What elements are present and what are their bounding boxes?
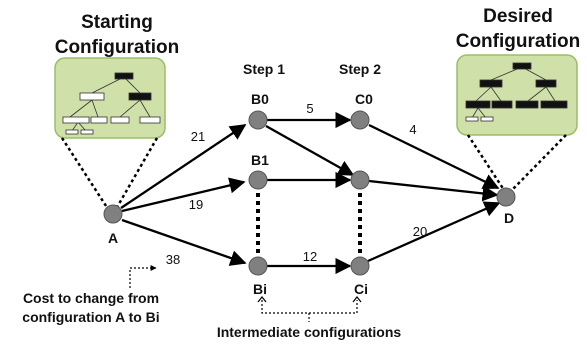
cost-b0-c0: 5 xyxy=(306,101,313,116)
cost-note-line2: configuration A to Bi xyxy=(22,309,159,325)
node-c0-label: C0 xyxy=(355,91,373,107)
cost-pointer-arrow xyxy=(129,265,157,288)
desired-heading-line2: Configuration xyxy=(456,31,581,52)
starting-tree-icon xyxy=(62,72,161,135)
desired-tree-icon xyxy=(465,62,568,122)
desired-configuration-panel xyxy=(456,54,578,136)
intermediate-note: Intermediate configurations xyxy=(217,324,402,340)
edge-a-bi xyxy=(121,218,247,266)
edge-c0-d xyxy=(368,123,500,190)
node-b1-label: B1 xyxy=(251,152,269,168)
cost-bi-ci: 12 xyxy=(303,249,317,264)
node-bi xyxy=(248,256,268,276)
cost-c0-d: 4 xyxy=(409,122,416,137)
edge-a-b1 xyxy=(121,177,246,213)
node-d xyxy=(496,187,516,207)
cost-a-bi: 38 xyxy=(166,252,180,267)
step1-label: Step 1 xyxy=(243,61,285,77)
edge-a-b0 xyxy=(120,124,247,209)
node-bi-label: Bi xyxy=(253,281,267,297)
node-b0-label: B0 xyxy=(251,91,269,107)
nodes xyxy=(103,110,516,276)
edge-c1-d xyxy=(368,179,499,202)
starting-heading-line1: Starting xyxy=(81,12,153,33)
cost-note-line1: Cost to change from xyxy=(23,290,159,306)
starting-configuration-panel xyxy=(54,57,166,139)
edges xyxy=(120,111,501,275)
edge-ci-d xyxy=(367,201,501,263)
intermediate-arrow-left xyxy=(257,296,267,303)
intermediate-bracket xyxy=(261,300,358,314)
node-d-label: D xyxy=(504,210,514,226)
node-ci-label: Ci xyxy=(354,281,368,297)
node-c1 xyxy=(350,170,370,190)
starting-heading-line2: Configuration xyxy=(55,37,180,58)
node-a-label: A xyxy=(108,230,118,246)
node-b1 xyxy=(248,170,268,190)
ellipsis-lines xyxy=(256,193,362,253)
node-c0 xyxy=(350,110,370,130)
cost-a-b0: 21 xyxy=(191,129,205,144)
node-ci xyxy=(350,256,370,276)
node-a xyxy=(103,204,123,224)
step2-label: Step 2 xyxy=(339,61,381,77)
cost-a-b1: 19 xyxy=(189,197,203,212)
desired-heading-line1: Desired xyxy=(483,6,553,27)
intermediate-arrow-right xyxy=(352,296,362,303)
cost-ci-d: 20 xyxy=(413,224,427,239)
node-b0 xyxy=(248,110,268,130)
edge-b0-c1 xyxy=(265,124,355,177)
